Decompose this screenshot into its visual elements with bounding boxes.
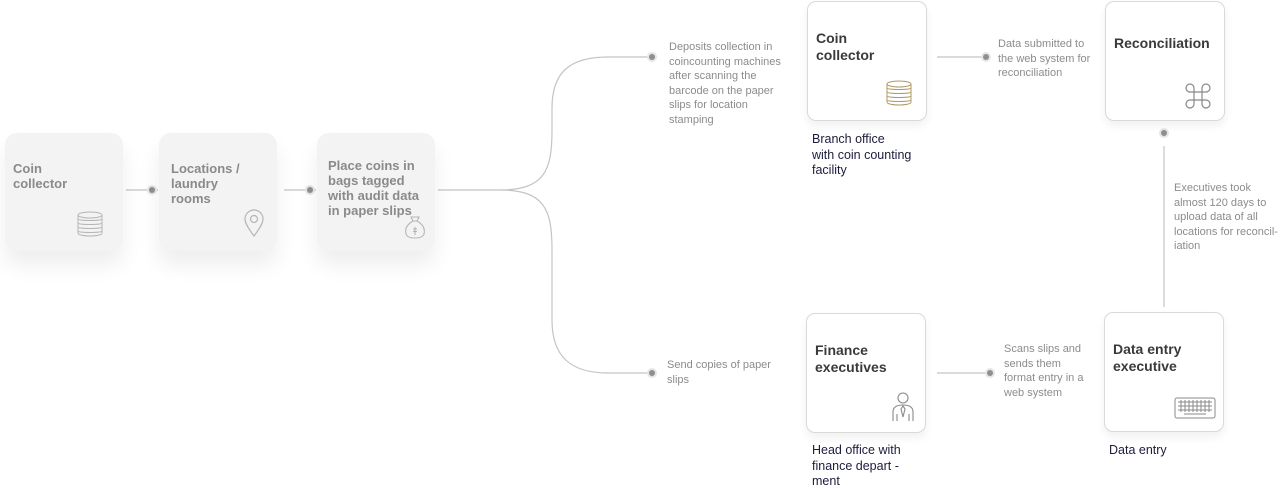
card-finance-executives: Finance executives	[806, 313, 926, 433]
card-label: Reconciliation	[1114, 35, 1210, 51]
deposit-note: Deposits collection in coincounting mach…	[669, 41, 781, 126]
step-card-label: Coin collector	[13, 161, 68, 191]
connector-dot	[149, 187, 155, 193]
card-reconciliation: Reconciliation	[1105, 1, 1225, 121]
coin-stack-icon	[886, 80, 912, 106]
connector-dot	[987, 370, 993, 376]
step-card-label: Place coins in bags tagged with audit da…	[328, 158, 419, 218]
caption-branch-office: Branch office with coin counting facilit…	[812, 132, 912, 177]
delay-note: Executives took almost 120 days to uploa…	[1174, 182, 1278, 252]
caption-head-office: Head office with finance depart - ment	[812, 443, 901, 488]
caption-data-entry: Data entry	[1109, 443, 1167, 457]
scan-note: Scans slips and sends them format entry …	[1004, 343, 1084, 399]
businessman-icon	[892, 392, 914, 421]
keyboard-icon	[1174, 397, 1216, 419]
coin-stack-icon	[77, 211, 103, 237]
connector-dot	[983, 54, 989, 60]
step-card-label: Locations / laundry rooms	[171, 161, 240, 206]
submit-note: Data submitted to the web system for rec…	[998, 38, 1091, 79]
card-label: Data entry executive	[1113, 341, 1182, 374]
step-card-locations: Locations / laundry rooms	[159, 133, 277, 251]
step-card-place-coins: Place coins in bags tagged with audit da…	[317, 133, 435, 251]
command-icon	[1185, 83, 1211, 109]
connector-branch-lower	[499, 189, 652, 374]
step-card-coin-collector: Coin collector	[5, 133, 123, 251]
connector-branch-upper	[438, 56, 652, 191]
send-copies-note: Send copies of paper slips	[667, 359, 771, 386]
connector-dot	[1161, 130, 1167, 136]
connector-dot	[649, 54, 655, 60]
connector-dot	[649, 370, 655, 376]
card-label: Finance executives	[815, 342, 887, 375]
money-bag-icon	[405, 216, 425, 239]
card-label: Coin collector	[816, 30, 875, 63]
card-data-entry-executive: Data entry executive	[1104, 312, 1224, 432]
connector-dot	[307, 187, 313, 193]
card-coin-collector-branch: Coin collector	[807, 1, 927, 121]
location-pin-icon	[244, 209, 264, 237]
